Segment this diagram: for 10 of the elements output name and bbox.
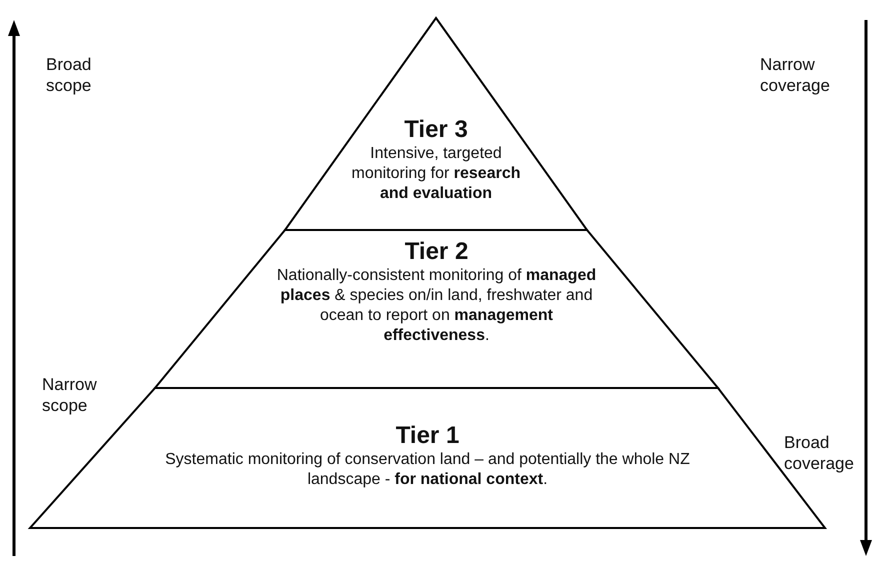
axis-label: Broad coverage <box>784 432 855 474</box>
axis-label: Broad scope <box>46 54 92 96</box>
tier-title: Tier 1 <box>396 422 460 450</box>
tier-description: Systematic monitoring of conservation land – and potentially the whole NZ landscape - for national context. <box>164 450 691 490</box>
tier-description: Nationally-consistent monitoring of managed places & species on/in land, freshwater and ocean to report on management effectiveness. <box>276 266 598 346</box>
tier-title: Tier 3 <box>404 116 468 144</box>
tier-title: Tier 2 <box>404 238 468 266</box>
tier-description: Intensive, targeted monitoring for research and evaluation <box>350 144 522 204</box>
axis-label: Narrow coverage <box>760 54 831 96</box>
axis-label: Narrow scope <box>42 374 98 416</box>
